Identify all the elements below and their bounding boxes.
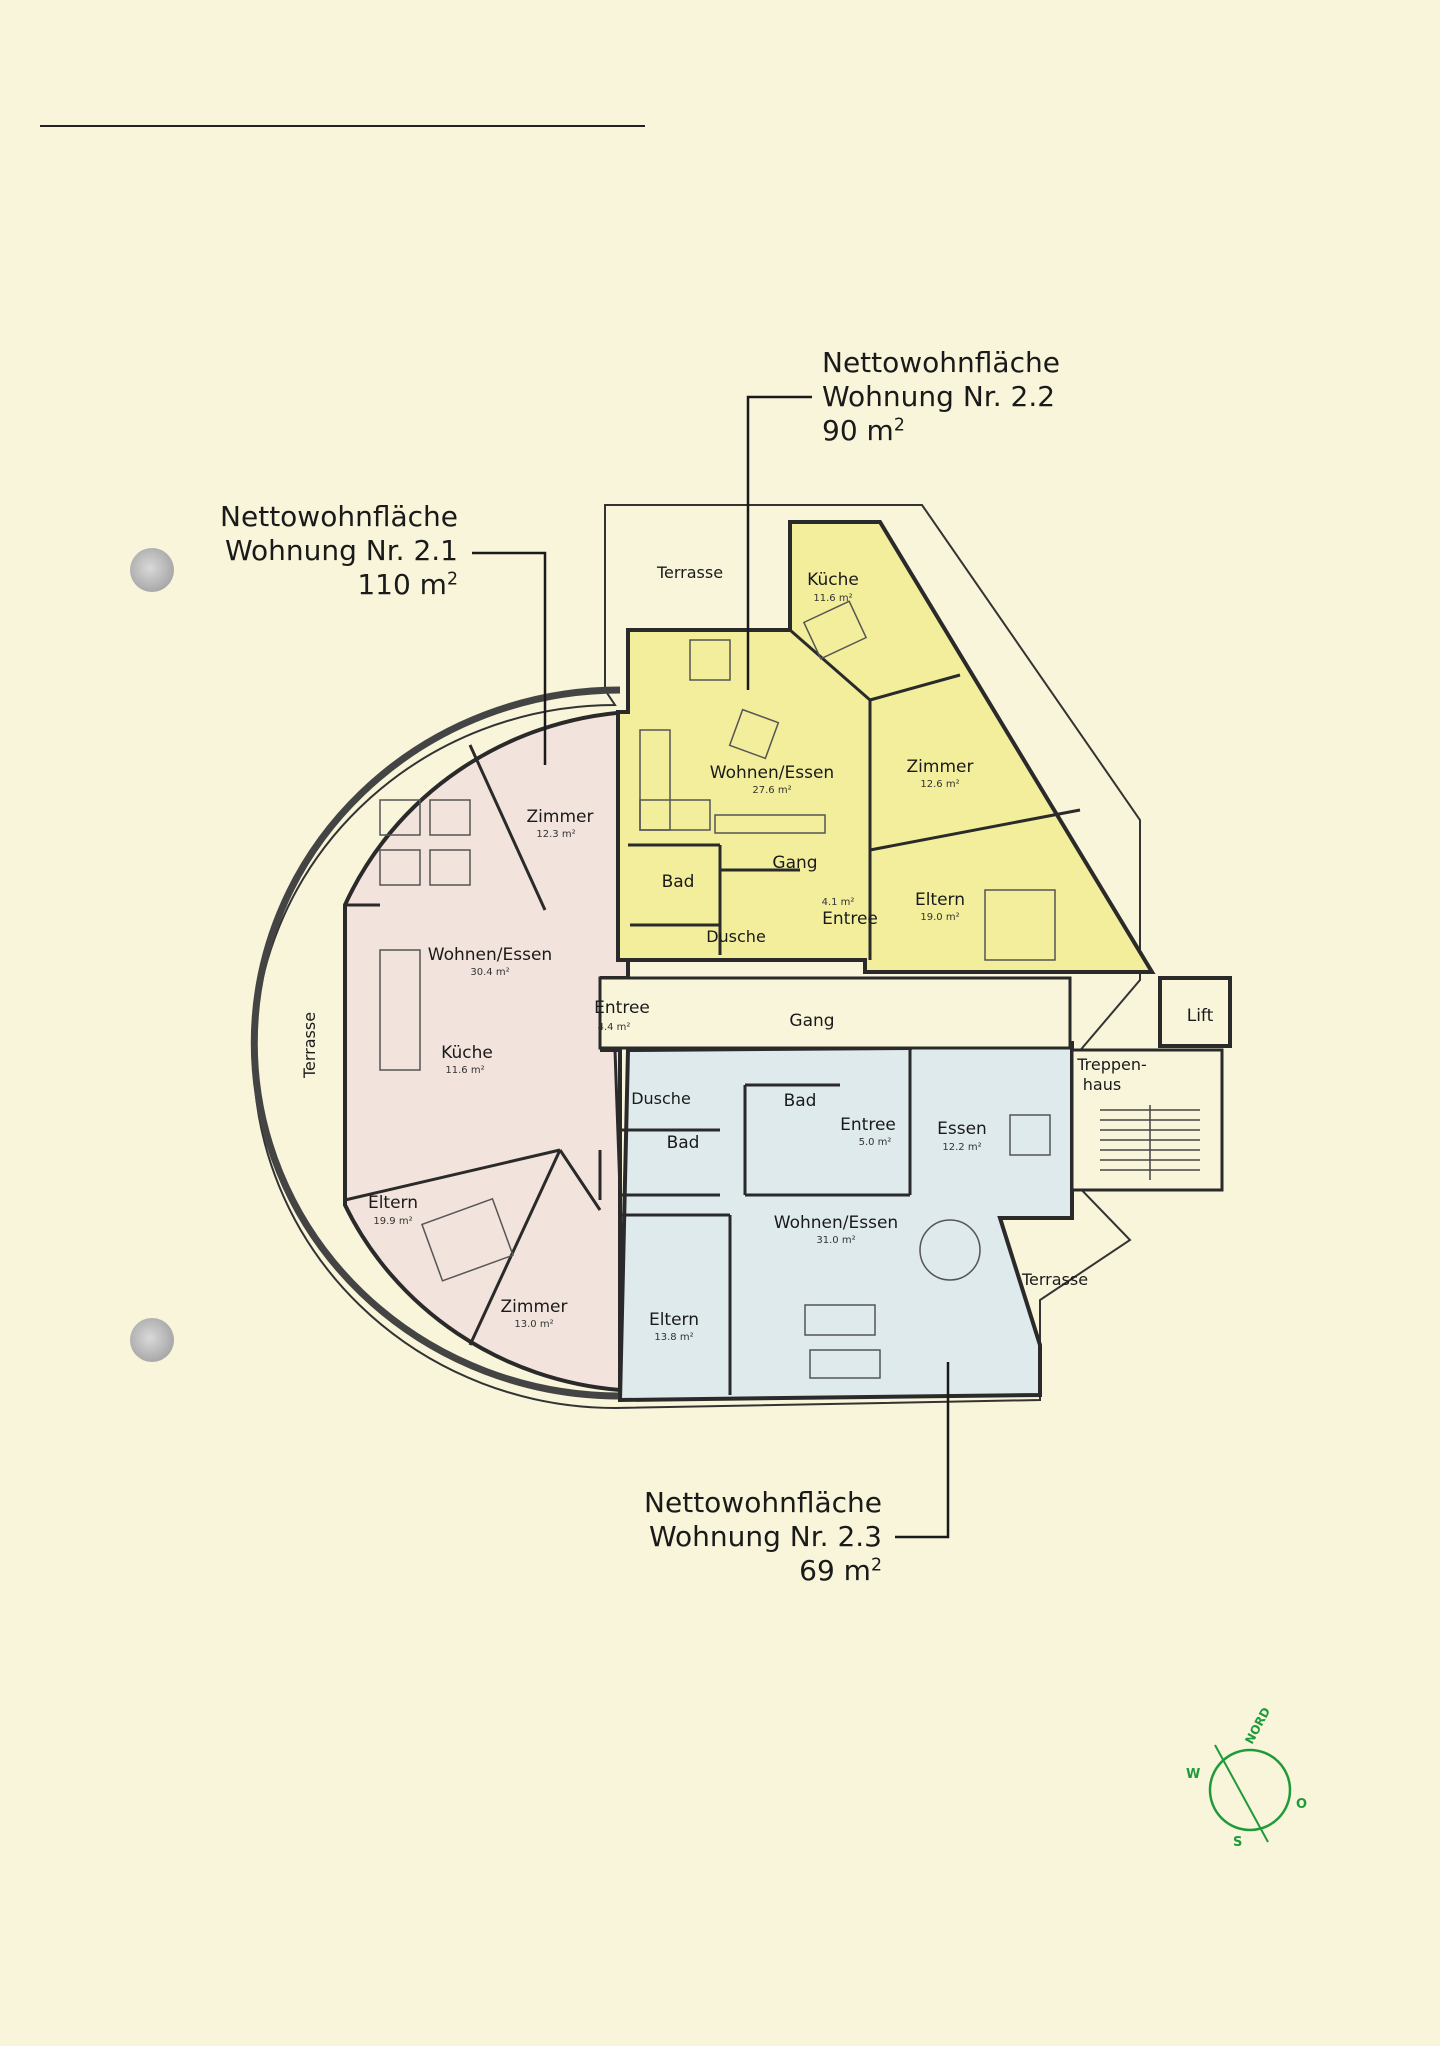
compass-sued: S <box>1233 1835 1242 1850</box>
callout-2-3-area-value: 69 m <box>799 1554 871 1587</box>
callout-unit-2-2: Nettowohnfläche Wohnung Nr. 2.2 90 m2 <box>822 346 1060 448</box>
room-gang-22: Gang <box>772 853 817 873</box>
room-zimmer-21-bottom-area: 13.0 m² <box>514 1319 553 1330</box>
room-labels: Terrasse Küche 11.6 m² Wohnen/Essen 27.6… <box>300 563 1214 1343</box>
room-eltern-22: Eltern <box>915 890 965 910</box>
room-dusche-22: Dusche <box>706 927 766 946</box>
callout-2-1-line2: Wohnung Nr. 2.1 <box>224 534 458 567</box>
room-entree-23-area: 5.0 m² <box>859 1137 892 1148</box>
room-eltern-22-area: 19.0 m² <box>920 912 959 923</box>
room-gang-common: Gang <box>789 1011 834 1031</box>
room-dusche-21: Dusche <box>631 1089 691 1108</box>
room-bad-21: Bad <box>667 1133 700 1153</box>
room-eltern-21: Eltern <box>368 1193 418 1213</box>
unit-2-2-area <box>616 520 1156 974</box>
callout-2-2-area-value: 90 m <box>822 414 894 447</box>
room-zimmer-21-bottom: Zimmer <box>501 1297 568 1317</box>
room-essen-23: Essen <box>937 1119 987 1139</box>
room-eltern-23-area: 13.8 m² <box>654 1332 693 1343</box>
unit-2-1-area <box>343 709 630 1393</box>
room-zimmer-22: Zimmer <box>907 757 974 777</box>
unit-2-2-walls <box>628 628 1081 960</box>
callout-2-1-area: 110 m2 <box>160 568 458 602</box>
room-kueche-22-area: 11.6 m² <box>813 593 852 604</box>
room-terrasse-top: Terrasse <box>656 563 723 582</box>
binder-hole-top <box>130 548 174 592</box>
room-essen-23-area: 12.2 m² <box>942 1142 981 1153</box>
callout-2-2-line2: Wohnung Nr. 2.2 <box>822 380 1056 413</box>
room-wohnen-22-area: 27.6 m² <box>752 785 791 796</box>
callout-unit-2-3: Nettowohnfläche Wohnung Nr. 2.3 69 m2 <box>560 1486 882 1588</box>
room-treppenhaus-line1: Treppen- <box>1076 1055 1147 1074</box>
leader-2-2 <box>746 395 812 690</box>
room-kueche-21: Küche <box>441 1043 493 1063</box>
room-wohnen-21: Wohnen/Essen <box>428 945 552 965</box>
compass-nord: NORD <box>1242 1705 1273 1746</box>
building-outline <box>250 504 1141 1410</box>
room-entree-21-area: 4.4 m² <box>598 1022 631 1033</box>
room-wohnen-21-area: 30.4 m² <box>470 967 509 978</box>
lift-shaft <box>1158 976 1232 1048</box>
room-bad-22: Bad <box>662 872 695 892</box>
callout-2-3-area-exp: 2 <box>870 1555 882 1576</box>
room-wohnen-23: Wohnen/Essen <box>774 1213 898 1233</box>
room-entree-23: Entree <box>840 1115 896 1135</box>
room-wohnen-23-area: 31.0 m² <box>816 1235 855 1246</box>
callout-2-2-area-exp: 2 <box>893 415 905 436</box>
common-gang <box>598 976 1072 1050</box>
room-wohnen-22: Wohnen/Essen <box>710 763 834 783</box>
room-bad-23: Bad <box>784 1091 817 1111</box>
callout-2-3-line1: Nettowohnfläche <box>644 1486 882 1519</box>
callout-2-2-area: 90 m2 <box>822 414 1060 448</box>
room-treppenhaus-line2: haus <box>1083 1075 1121 1094</box>
room-kueche-22: Küche <box>807 570 859 590</box>
callout-leaders <box>472 395 950 1539</box>
room-eltern-23: Eltern <box>649 1310 699 1330</box>
room-zimmer-21-top-area: 12.3 m² <box>536 829 575 840</box>
room-zimmer-21-top: Zimmer <box>527 807 594 827</box>
unit-2-1-walls <box>344 744 720 1346</box>
room-lift: Lift <box>1187 1006 1214 1026</box>
room-terrasse-left: Terrasse <box>300 1012 319 1079</box>
room-zimmer-22-area: 12.6 m² <box>920 779 959 790</box>
stair-steps <box>1100 1105 1200 1180</box>
callout-2-1-area-value: 110 m <box>357 568 447 601</box>
room-entree-22-area: 4.1 m² <box>822 897 855 908</box>
room-kueche-21-area: 11.6 m² <box>445 1065 484 1076</box>
callout-2-2-line1: Nettowohnfläche <box>822 346 1060 379</box>
compass-west: W <box>1186 1767 1200 1782</box>
room-terrasse-right: Terrasse <box>1021 1270 1088 1289</box>
leader-2-1 <box>472 551 547 765</box>
callout-2-1-area-exp: 2 <box>446 569 458 590</box>
room-eltern-21-area: 19.9 m² <box>373 1216 412 1227</box>
room-entree-21: Entree <box>594 998 650 1018</box>
callout-unit-2-1: Nettowohnfläche Wohnung Nr. 2.1 110 m2 <box>160 500 458 602</box>
furniture <box>379 600 1056 1379</box>
leader-2-3 <box>895 1362 950 1539</box>
callout-2-1-line1: Nettowohnfläche <box>220 500 458 533</box>
binder-hole-bottom <box>130 1318 174 1362</box>
compass-ost: O <box>1296 1797 1307 1812</box>
callout-2-3-area: 69 m2 <box>560 1554 882 1588</box>
compass-rose <box>1208 1744 1292 1843</box>
room-entree-22: Entree <box>822 909 878 929</box>
unit-2-3-walls <box>620 1050 912 1395</box>
callout-2-3-line2: Wohnung Nr. 2.3 <box>648 1520 882 1553</box>
